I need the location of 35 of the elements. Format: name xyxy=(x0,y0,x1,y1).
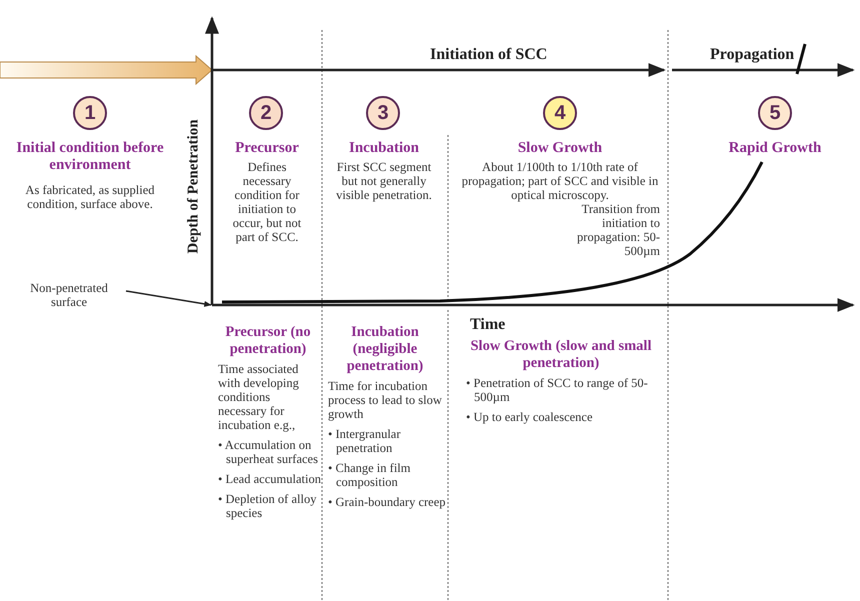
stage-heading: Rapid Growth xyxy=(728,140,822,157)
phase-label: Propagation xyxy=(710,46,794,64)
number-circle: 2 xyxy=(249,96,283,130)
phase-label: Initiation of SCC xyxy=(430,46,548,64)
section-heading: Slow Growth (slow and small penetration) xyxy=(469,338,652,372)
bullet-item: • Penetration of SCC to range of 50-500µm xyxy=(466,376,649,404)
bullet-item: • Change in film composition xyxy=(328,461,412,489)
section-text: Time associated with developing conditions necessary for incubation e.g., xyxy=(218,362,300,432)
stage-description: As fabricated, as supplied condition, surface above. xyxy=(24,183,156,211)
stage-description: Transition from initiation to propagation: 50-500µm xyxy=(576,202,660,258)
axis-title: Depth of Penetration xyxy=(186,118,202,256)
stage-description: Defines necessary condition for initiation to occur, but not part of SCC. xyxy=(232,160,302,244)
stage-description: First SCC segment but not generally visible penetration. xyxy=(335,160,433,202)
stage-heading: Precursor xyxy=(234,140,300,157)
number-circle: 5 xyxy=(758,96,792,130)
bullet-item: • Accumulation on superheat surfaces xyxy=(218,438,319,466)
section-text: Time for incubation process to lead to slow growth xyxy=(328,379,442,421)
leader-arrow xyxy=(126,290,212,307)
bullet-item: • Up to early coalescence xyxy=(466,410,594,424)
section-heading: Incubation (negligible penetration) xyxy=(346,324,424,375)
stage-heading: Slow Growth xyxy=(516,140,604,157)
number-circle: 4 xyxy=(543,96,577,130)
axis-title: Time xyxy=(470,316,506,334)
number-circle: 3 xyxy=(366,96,400,130)
stage-description: About 1/100th to 1/10th rate of propagation; part of SCC and visible in optical microscopy. xyxy=(460,160,660,202)
stage-heading: Incubation xyxy=(348,140,420,157)
stage-heading: Initial condition before environment xyxy=(15,140,165,174)
bullet-item: • Grain-boundary creep xyxy=(328,495,447,509)
surface-label: Non-penetrated surface xyxy=(14,281,124,309)
bullet-item: • Intergranular penetration xyxy=(328,427,402,455)
bullet-item: • Lead accumulation xyxy=(218,472,322,486)
bullet-item: • Depletion of alloy species xyxy=(218,492,318,520)
section-heading: Precursor (no penetration) xyxy=(224,324,312,358)
number-circle: 1 xyxy=(73,96,107,130)
surface-line xyxy=(212,298,855,312)
